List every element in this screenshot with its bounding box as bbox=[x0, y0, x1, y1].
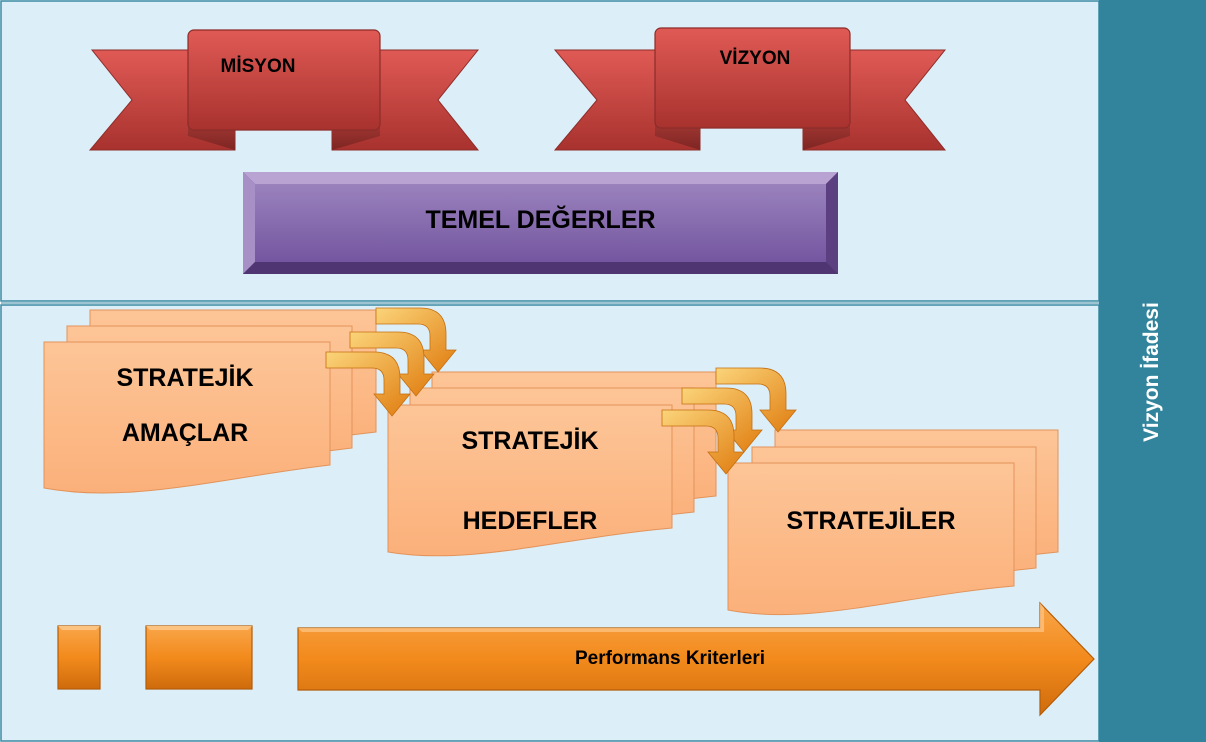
small-orange-block bbox=[57, 625, 101, 690]
goals-title-line1: STRATEJİK bbox=[116, 364, 254, 392]
performance-arrow-label: Performans Kriterleri bbox=[574, 648, 766, 669]
curved-arrows-goals-to-targets bbox=[325, 307, 457, 417]
targets-title-line2: HEDEFLER bbox=[462, 507, 598, 535]
core-values-box bbox=[243, 172, 838, 274]
vision-ribbon bbox=[553, 27, 947, 151]
core-values-label: TEMEL DEĞERLER bbox=[425, 206, 656, 234]
side-bar bbox=[1099, 0, 1206, 742]
curved-arrows-targets-to-strategies bbox=[661, 367, 797, 475]
vision-statement-label: Vizyon İfadesi bbox=[1140, 302, 1163, 442]
performance-arrow bbox=[297, 601, 1095, 717]
targets-title-line1: STRATEJİK bbox=[461, 427, 599, 455]
goals-title-line2: AMAÇLAR bbox=[121, 419, 249, 447]
strategies-document-stack bbox=[727, 429, 1059, 616]
goals-document-stack bbox=[43, 309, 377, 494]
vision-label: VİZYON bbox=[719, 48, 791, 69]
mission-label: MİSYON bbox=[220, 56, 296, 77]
mission-ribbon bbox=[88, 29, 480, 151]
medium-orange-block bbox=[145, 625, 253, 690]
targets-document-stack bbox=[387, 371, 717, 557]
strategies-title: STRATEJİLER bbox=[786, 507, 956, 535]
